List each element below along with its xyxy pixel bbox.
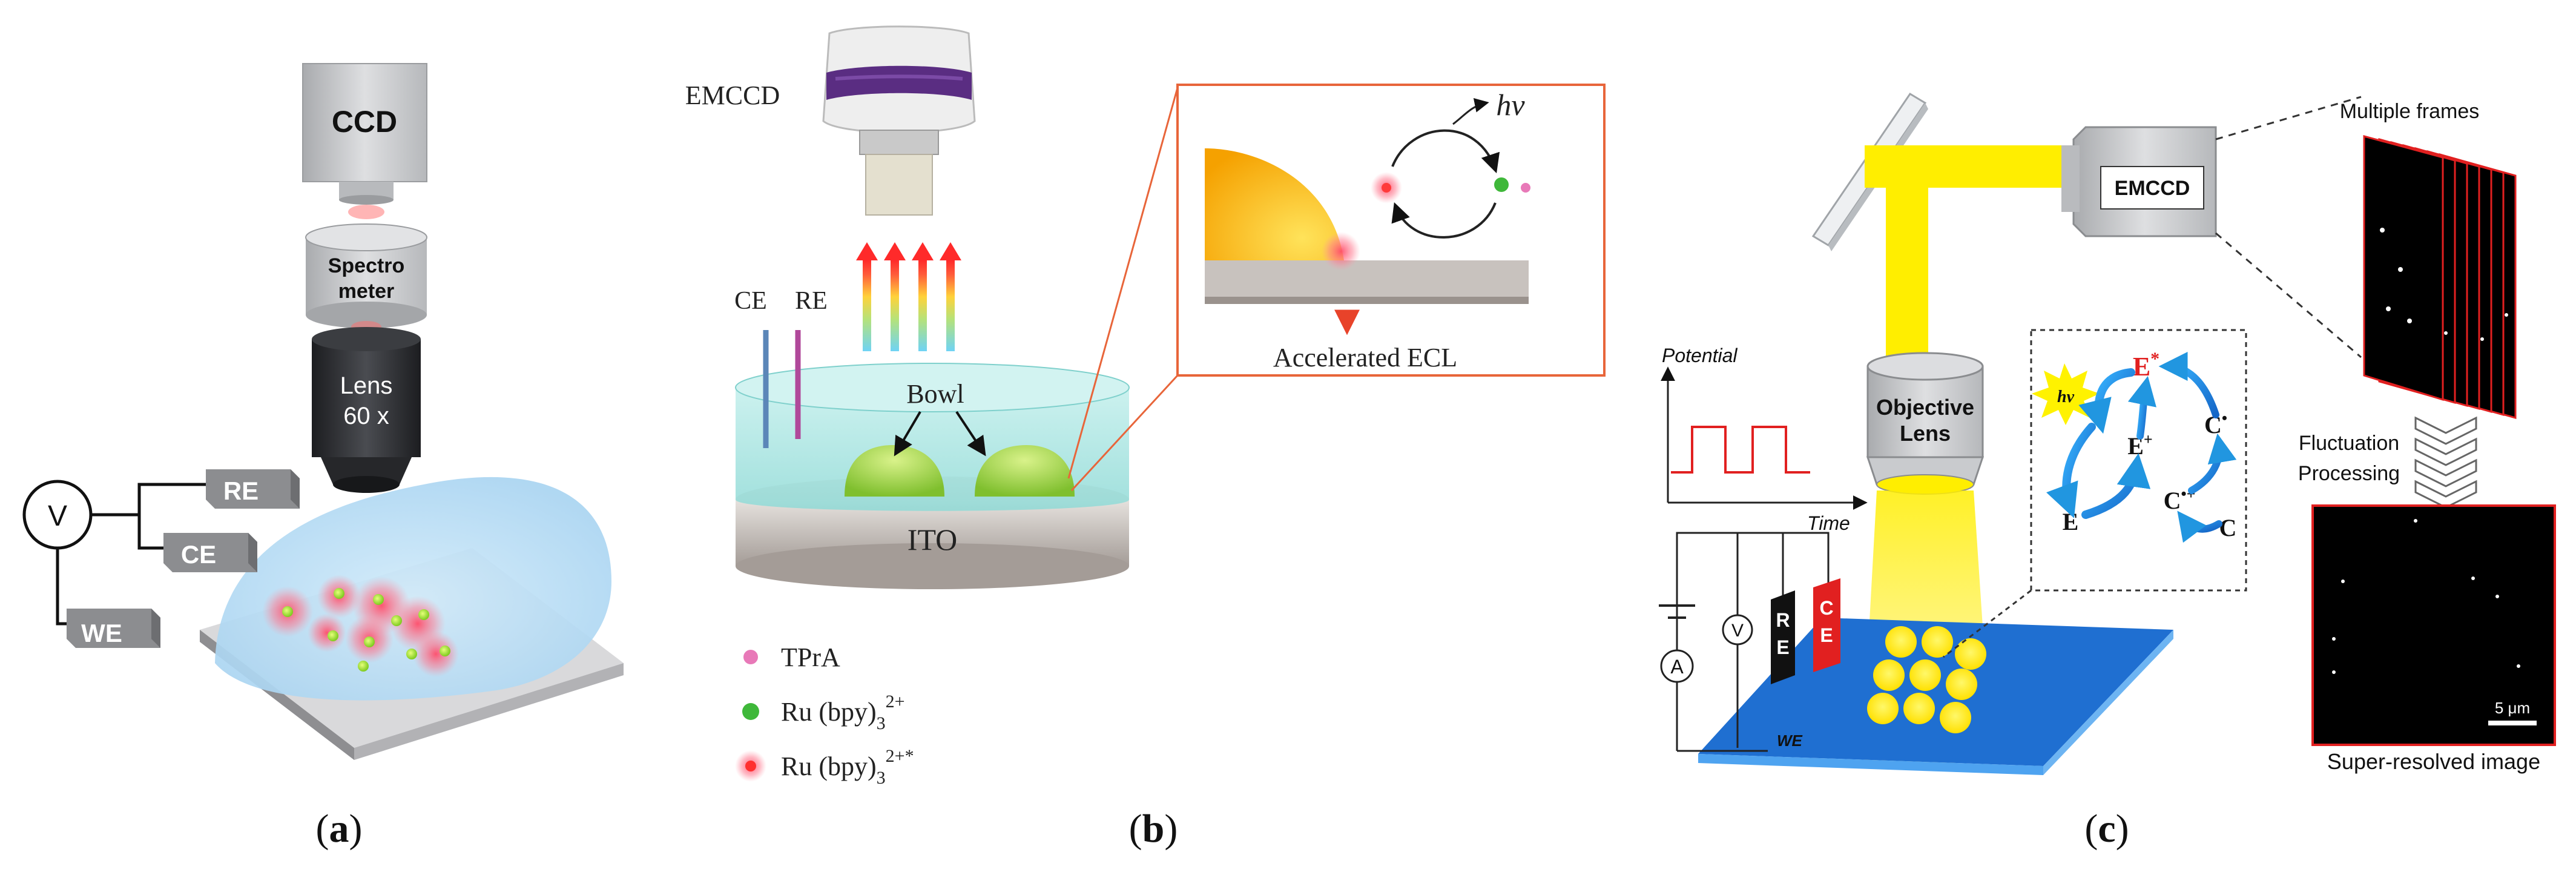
- arrow-estar-to-burst: [2078, 368, 2135, 434]
- c-radplus-label: C•+: [2164, 485, 2196, 514]
- potentiostat-circuit: V RE CE WE: [22, 469, 300, 648]
- potential-graph: Potential Time: [1661, 345, 1868, 534]
- c-emccd-camera: EMCCD: [2061, 126, 2217, 237]
- caption-b: (b): [1129, 807, 1178, 851]
- red-glow-edge: [1322, 232, 1360, 271]
- we-label: WE: [81, 619, 122, 647]
- objective-label-2: Lens: [1900, 421, 1951, 446]
- b-legend: TPrA Ru (bpy)32+ Ru (bpy)32+*: [735, 642, 914, 788]
- legend-ru-excited-label: Ru (bpy)32+*: [781, 746, 914, 788]
- processing-chevrons: [2414, 416, 2477, 509]
- ito-label: ITO: [908, 523, 957, 557]
- c-we-label: WE: [1777, 732, 1803, 750]
- super-resolved-label: Super-resolved image: [2327, 749, 2540, 774]
- cycle-arrow-top: [1391, 129, 1500, 174]
- c-hv-label: hν: [2057, 388, 2075, 406]
- zoom-line-top: [1067, 87, 1179, 479]
- legend-ru-dot: [742, 703, 759, 720]
- voltmeter-label: V: [48, 500, 67, 532]
- solution-droplet: [215, 477, 611, 701]
- sun-bowl: [1205, 148, 1344, 260]
- emccd-label: EMCCD: [685, 81, 780, 110]
- time-label: Time: [1807, 512, 1850, 534]
- spectrometer: Spectro meter: [305, 223, 427, 328]
- c-plain-label: C: [2219, 514, 2237, 541]
- light-spot-top: [348, 205, 384, 219]
- bowl-left: [845, 445, 944, 497]
- fluctuation-label-1: Fluctuation: [2299, 432, 2399, 455]
- panel-a: CCD Spectro meter Lens 60 x V: [22, 63, 624, 851]
- fluctuation-label-2: Processing: [2298, 462, 2400, 485]
- hv-arrow: [1452, 98, 1489, 125]
- ammeter-icon: [1660, 649, 1694, 683]
- arrow-e-to-eplus: [2081, 453, 2151, 519]
- inset-green-dot: [1494, 177, 1509, 192]
- legend-tpra-dot: [743, 650, 758, 664]
- emission-arrows: [856, 242, 961, 351]
- ccd-label: CCD: [332, 105, 397, 139]
- super-resolved-image: 5 μm: [2311, 504, 2556, 746]
- ce-label: CE: [181, 540, 216, 569]
- mechanism-dash-link: [1943, 589, 2032, 658]
- spectrometer-label-1: Spectro: [328, 254, 405, 277]
- potential-label: Potential: [1662, 345, 1738, 366]
- c-re-electrode: [1771, 590, 1795, 684]
- zoom-line-bottom: [1070, 374, 1179, 492]
- arrow-c-to-cradplus: [2177, 510, 2222, 543]
- lens-label-2: 60 x: [343, 403, 389, 429]
- c-circuit: A V R E C E WE: [1659, 532, 1840, 752]
- c-ce-electrode: [1813, 578, 1840, 672]
- c-re-e: E: [1776, 636, 1789, 658]
- panel-b: EMCCD CE RE ITO: [685, 25, 1606, 851]
- cycle-arrow-bottom: [1391, 202, 1497, 239]
- beam-vertical: [1886, 167, 1928, 378]
- spectrometer-label-2: meter: [338, 280, 395, 303]
- c-ce-e: E: [1820, 624, 1833, 646]
- objective-lens: Lens 60 x: [312, 327, 421, 493]
- c-re-r: R: [1776, 609, 1790, 631]
- bowl-label: Bowl: [906, 379, 964, 409]
- c-objective-lens: Objective Lens: [1866, 352, 1985, 495]
- b-re-label: RE: [795, 287, 828, 315]
- mechanism-box: hν E* E+ C• C•+ E C: [1943, 329, 2247, 658]
- zoom-inset: Accelerated ECL hν: [1176, 84, 1606, 377]
- scalebar: [2488, 721, 2537, 725]
- ammeter-label: A: [1670, 656, 1684, 678]
- bowl-arrow-left: [894, 411, 921, 457]
- arrow-crad-to-estar: [2158, 352, 2219, 418]
- panel-c: EMCCD Multiple frames: [1659, 92, 2556, 851]
- dash-bottom: [2215, 232, 2362, 358]
- b-ce-label: CE: [734, 287, 767, 315]
- caption-c: (c): [2084, 807, 2129, 851]
- legend-tpra-label: TPrA: [781, 642, 840, 672]
- emitting-spheres: [1867, 626, 1986, 733]
- legend-ru-label: Ru (bpy)32+: [781, 692, 905, 733]
- lens-label-1: Lens: [340, 372, 393, 399]
- emccd-camera: [822, 25, 976, 216]
- dash-top: [2215, 96, 2362, 140]
- arrow-burst-to-e: [2046, 423, 2096, 518]
- c-ce-c: C: [1819, 597, 1833, 619]
- ccd-camera: CCD: [302, 63, 427, 205]
- frame-stack: [2363, 135, 2517, 419]
- arrow-cradplus-to-crad: [2188, 433, 2237, 494]
- arrow-eplus-to-estar: [2127, 375, 2156, 440]
- accelerated-label: Accelerated ECL: [1273, 343, 1457, 372]
- ecl-emitters: [262, 575, 459, 677]
- inset-pink-dot: [1521, 183, 1530, 193]
- caption-a: (a): [316, 807, 363, 851]
- bowl-right: [975, 445, 1075, 497]
- multiple-frames-label: Multiple frames: [2340, 100, 2480, 123]
- c-emccd-label: EMCCD: [2115, 177, 2190, 200]
- b-hv-label: hν: [1496, 88, 1525, 122]
- re-label: RE: [223, 477, 259, 505]
- scalebar-label: 5 μm: [2495, 699, 2530, 717]
- bowl-arrow-right: [955, 411, 986, 457]
- c-voltmeter-label: V: [1731, 621, 1744, 641]
- objective-label-1: Objective: [1876, 395, 1974, 420]
